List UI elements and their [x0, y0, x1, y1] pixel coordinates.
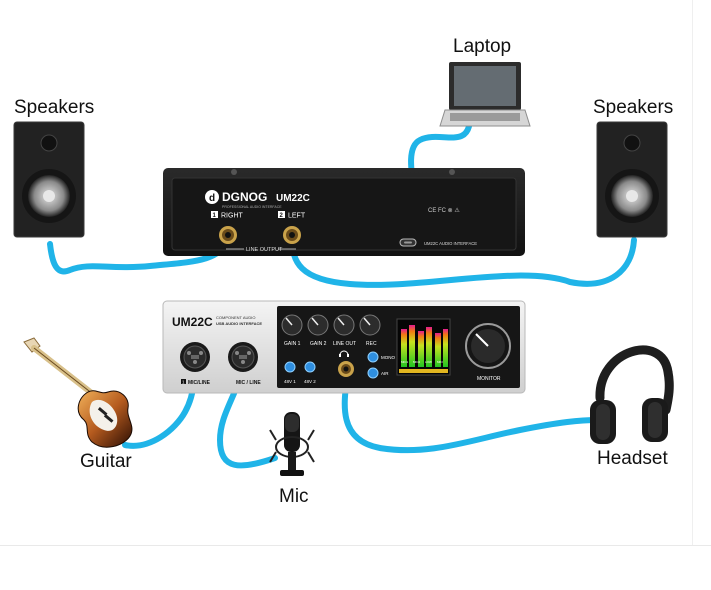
right-output-jack [219, 226, 237, 244]
line-output-label: LINE OUTPUT [246, 247, 283, 253]
label-headset: Headset [597, 448, 668, 469]
meter-tag-low: LOW [425, 360, 432, 364]
rear-model: UM22C [276, 193, 310, 204]
knob-label-rec: REC [366, 341, 377, 347]
air-label: AIR [381, 371, 389, 376]
guitar [23, 337, 133, 448]
meter-tag-mic2: MIC2 [413, 360, 420, 364]
left-output-jack [283, 226, 301, 244]
footer-divider [0, 545, 711, 546]
interface-rear-panel: d DGNOG PROFESSIONAL AUDIO INTERFACE UM2… [163, 168, 525, 256]
phantom-48v1-button[interactable] [284, 361, 296, 373]
right-out-label: RIGHT [221, 213, 244, 220]
knob-gain1[interactable] [281, 314, 303, 336]
left-out-label: LEFT [288, 213, 306, 220]
interface-front-panel: UM22C COMPONENT AUDIO USB AUDIO INTERFAC… [162, 300, 526, 394]
left-out-num: 2 [280, 213, 284, 219]
cable-headphone-to-headset [341, 369, 601, 454]
rear-tagline: PROFESSIONAL AUDIO INTERFACE [222, 205, 282, 209]
phantom-48v1-label: 48V 1 [284, 379, 296, 384]
headphone-jack [338, 361, 354, 377]
speaker-left [13, 121, 85, 238]
speaker-right [596, 121, 668, 238]
cable-right-out-to-left-speaker [47, 235, 231, 275]
label-guitar: Guitar [80, 451, 132, 472]
meter-tag-mic1: MIC1 [401, 360, 408, 364]
cable-left-out-to-right-speaker [289, 235, 637, 288]
microphone [269, 412, 315, 476]
monitor-label: MONITOR [477, 376, 501, 382]
knob-label-gain2: GAIN 2 [310, 341, 327, 347]
mono-button[interactable] [367, 351, 379, 363]
right-edge-divider [692, 0, 693, 545]
mono-label: MONO [381, 355, 395, 360]
svg-text:d: d [209, 193, 215, 204]
front-sub2: USB AUDIO INTERFACE [216, 321, 262, 326]
phantom-48v2-label: 48V 2 [304, 379, 316, 384]
laptop [439, 62, 531, 127]
label-laptop: Laptop [453, 36, 512, 57]
level-meter-screen: MIC1 MIC2 LOW MIN [396, 318, 451, 376]
label-mic: Mic [279, 486, 309, 507]
rear-brand: DGNOG [222, 190, 267, 204]
usb-c-port [399, 238, 417, 247]
headset [590, 345, 674, 444]
knob-gain2[interactable] [307, 314, 329, 336]
input1-label: MIC/LINE [188, 380, 211, 386]
combo-input-1 [180, 342, 210, 372]
knob-label-line-out: LINE OUT [333, 341, 356, 347]
front-model: UM22C [172, 315, 213, 329]
meter-tag-min: MIN [437, 360, 443, 364]
label-speakers-left: Speakers [14, 97, 95, 118]
input2-label: MIC / LINE [236, 380, 261, 386]
headphone-icon [339, 350, 349, 357]
cert-marks: CE FC ⊗ ⚠ [428, 207, 460, 214]
right-out-num: 1 [213, 213, 217, 219]
knob-label-gain1: GAIN 1 [284, 341, 301, 347]
front-sub1: COMPONENT AUDIO [216, 315, 256, 320]
air-button[interactable] [367, 367, 379, 379]
combo-input-2 [228, 342, 258, 372]
input1-num: 1 [182, 380, 185, 385]
label-speakers-right: Speakers [593, 97, 674, 118]
brand-logo: d [205, 190, 219, 204]
phantom-48v2-button[interactable] [304, 361, 316, 373]
knob-monitor[interactable] [465, 323, 511, 369]
knob-rec[interactable] [359, 314, 381, 336]
knob-line-out[interactable] [333, 314, 355, 336]
usb-port-label: UM22C AUDIO INTERFACE [424, 241, 477, 246]
